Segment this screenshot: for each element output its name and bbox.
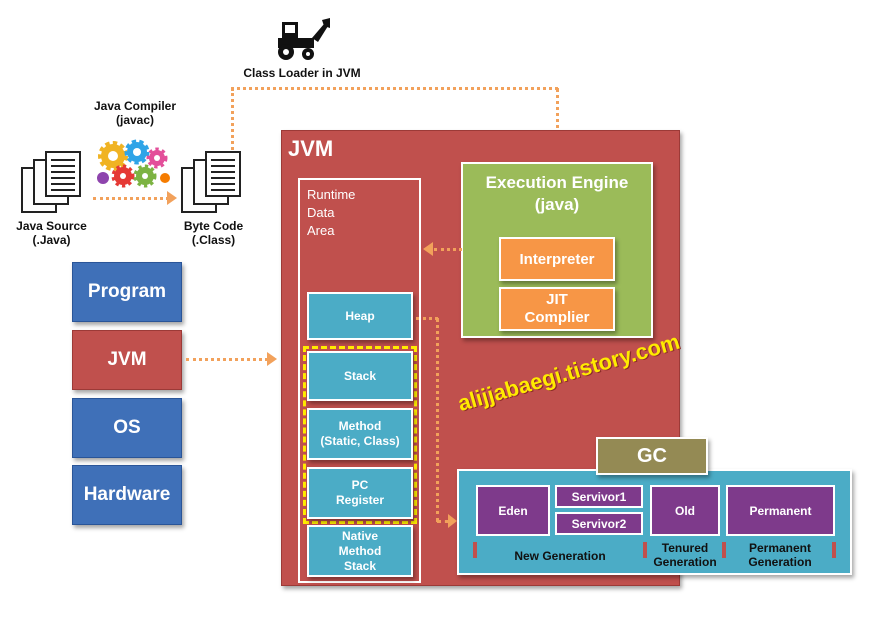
compiler-label: Java Compiler (javac): [93, 99, 177, 127]
native-method-stack-area: Native Method Stack: [307, 525, 413, 577]
arrow-head-right: [267, 352, 277, 366]
tractor-icon: [272, 16, 332, 62]
source-to-bytecode-arrow: [93, 197, 169, 200]
tenured-right-tick: [722, 542, 726, 558]
new-gen-right-tick: [643, 542, 647, 558]
survivor2-box: Servivor2: [555, 512, 643, 535]
execution-engine-title: Execution Engine (java): [485, 173, 629, 214]
runtime-data-area-label: Runtime Data Area: [307, 187, 356, 238]
method-area: Method (Static, Class): [307, 408, 413, 460]
layer-program: Program: [72, 262, 182, 322]
heap-to-gc-line-v: [436, 318, 439, 522]
java-source-documents-icon: [20, 150, 84, 214]
class-loader-label: Class Loader in JVM: [243, 66, 361, 80]
jvm-title: JVM: [288, 136, 334, 161]
heap-to-gc-line-h: [416, 317, 438, 320]
jvm-layer-arrow: [186, 358, 268, 361]
permanent-generation-label: Permanent Generation: [748, 541, 812, 569]
gears-icon: [95, 138, 175, 190]
stack-area: Stack: [307, 351, 413, 401]
classloader-line-top: [231, 87, 558, 90]
new-gen-left-tick: [473, 542, 477, 558]
heap-area: Heap: [307, 292, 413, 340]
thread-areas-highlight: [303, 346, 417, 524]
layer-hardware: Hardware: [72, 465, 182, 525]
arrow-head-right: [167, 191, 177, 205]
pc-register-area: PC Register: [307, 467, 413, 519]
classloader-line-up: [231, 88, 234, 150]
new-generation-label: New Generation: [514, 549, 606, 563]
byte-code-label: Byte Code (.Class): [183, 219, 244, 247]
eden-box: Eden: [476, 485, 550, 536]
arrow-head-left: [423, 242, 433, 256]
classloader-line-down: [556, 88, 559, 148]
arrow-head-right: [448, 514, 457, 528]
jit-compiler-box: JIT Complier: [499, 287, 615, 331]
permanent-right-tick: [832, 542, 836, 558]
interpreter-box: Interpreter: [499, 237, 615, 281]
gc-title: GC: [596, 437, 708, 475]
permanent-box: Permanent: [726, 485, 835, 536]
old-box: Old: [650, 485, 720, 536]
java-source-label: Java Source (.Java): [16, 219, 87, 247]
layer-os: OS: [72, 398, 182, 458]
runtime-data-area: [298, 178, 421, 583]
survivor1-box: Servivor1: [555, 485, 643, 508]
heap-to-gc-line-h2: [437, 520, 449, 523]
tenured-generation-label: Tenured Generation: [653, 541, 717, 569]
layer-jvm: JVM: [72, 330, 182, 390]
engine-to-runtime-arrow: [434, 248, 462, 251]
byte-code-documents-icon: [180, 150, 244, 214]
